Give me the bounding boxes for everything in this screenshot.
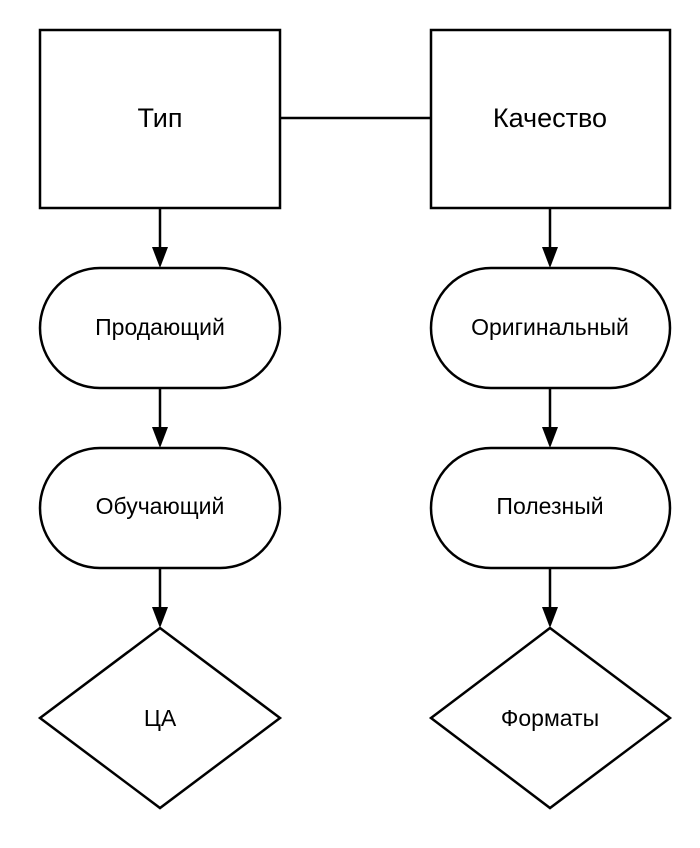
node-quality: Качество: [429, 28, 672, 210]
node-formats-label: Форматы: [501, 705, 599, 731]
arrowhead-icon: [542, 427, 558, 448]
node-audience: ЦА: [37, 626, 283, 810]
arrowhead-icon: [152, 607, 168, 628]
arrow-original-to-useful: [542, 388, 558, 448]
node-educational: Обучающий: [38, 446, 282, 570]
node-formats-diamond: [428, 626, 673, 810]
node-quality-box: [429, 28, 672, 210]
node-useful: Полезный: [429, 446, 672, 570]
node-selling-label: Продающий: [95, 314, 225, 340]
arrowhead-icon: [542, 607, 558, 628]
node-original-label: Оригинальный: [471, 314, 629, 340]
node-educational-label: Обучающий: [96, 493, 225, 519]
node-type: Тип: [38, 28, 282, 210]
node-audience-diamond: [37, 626, 283, 810]
node-useful-label: Полезный: [496, 493, 603, 519]
node-audience-label: ЦА: [144, 705, 177, 731]
node-selling: Продающий: [38, 266, 282, 390]
arrow-selling-to-educational: [152, 388, 168, 448]
node-type-label: Тип: [137, 103, 182, 133]
node-formats: Форматы: [428, 626, 673, 810]
arrowhead-icon: [542, 247, 558, 268]
arrow-useful-to-formats: [542, 568, 558, 628]
arrow-quality-to-original: [542, 208, 558, 268]
node-quality-label: Качество: [493, 103, 607, 133]
arrowhead-icon: [152, 247, 168, 268]
arrow-type-to-selling: [152, 208, 168, 268]
arrowhead-icon: [152, 427, 168, 448]
arrow-educational-to-audience: [152, 568, 168, 628]
node-original: Оригинальный: [429, 266, 672, 390]
